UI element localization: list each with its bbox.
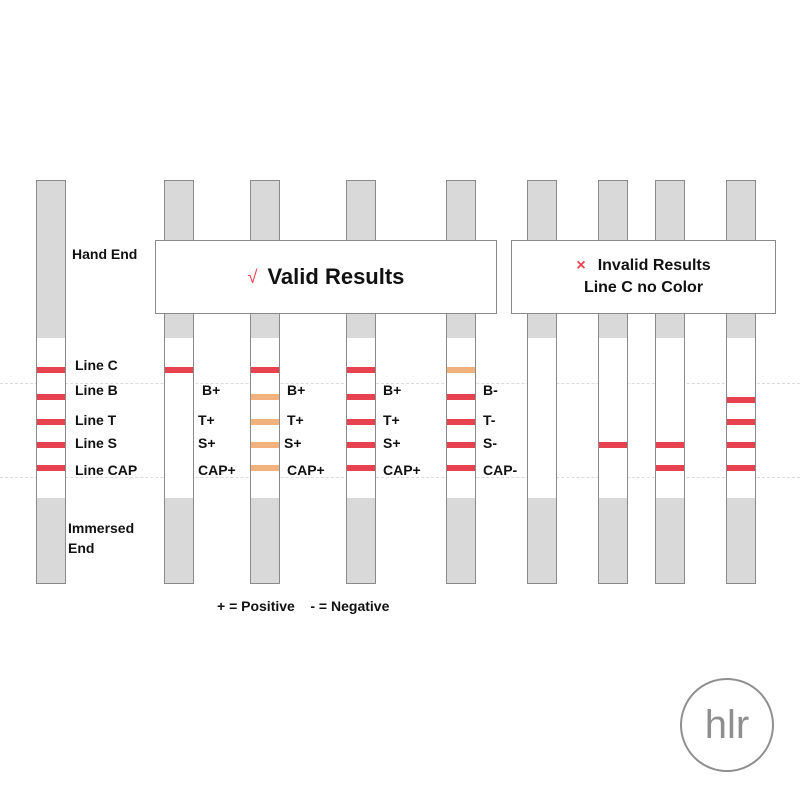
strip-window [37,338,65,498]
result-s: S+ [383,435,401,451]
label-line-s: Line S [75,435,118,451]
result-cap: CAP+ [287,462,325,478]
band-line-c [447,367,475,373]
band-line-cap [251,465,279,471]
band-line-t [251,419,279,425]
invalid-results-title: Invalid Results [597,257,711,274]
guide-line-top [0,383,800,384]
strip-window [447,338,475,498]
band-line-s [37,442,65,448]
band-line-s [727,442,755,448]
band-line-c [165,367,193,373]
valid-results-box: √ Valid Results [155,240,497,314]
result-cap: CAP- [483,462,518,478]
band-line-b [347,394,375,400]
label-immersed-end: Immersed End [68,520,135,556]
valid-results-title: Valid Results [267,264,405,289]
band-line-t [447,419,475,425]
band-line-c [251,367,279,373]
band-line-s [656,442,684,448]
band-line-s [599,442,627,448]
band-line-t [727,419,755,425]
result-b: B- [483,382,498,398]
band-line-cap [727,465,755,471]
strip-window [528,338,556,498]
band-line-cap [347,465,375,471]
result-b: B+ [202,382,221,398]
band-line-cap [447,465,475,471]
band-line-b [447,394,475,400]
result-t: T+ [383,412,400,428]
strip-window [251,338,279,498]
logo-text: hlr [705,703,749,747]
band-line-b [37,394,65,400]
strip-window [656,338,684,498]
invalid-results-subtitle: Line C no Color [583,279,704,296]
strip-window [165,338,193,498]
result-t: T- [483,412,496,428]
hlr-logo-icon: hlr [680,678,774,772]
result-b: B+ [383,382,402,398]
label-line-t: Line T [75,412,117,428]
label-line-c: Line C [75,357,118,373]
valid-results-title-row: √ Valid Results [248,264,405,290]
label-line-b: Line B [75,382,118,398]
strip-window [727,338,755,498]
result-s: S- [483,435,497,451]
result-cap: CAP+ [198,462,236,478]
band-line-c [37,367,65,373]
band-line-cap [37,465,65,471]
result-cap: CAP+ [383,462,421,478]
cross-icon: × [576,257,586,274]
band-line-s [251,442,279,448]
result-s: S+ [198,435,216,451]
band-line-t [347,419,375,425]
band-line-s [447,442,475,448]
result-t: T+ [287,412,304,428]
reference-strip [36,180,66,584]
band-line-cap [656,465,684,471]
band-line-s [347,442,375,448]
band-line-b [251,394,279,400]
band-line-b [727,397,755,403]
invalid-results-title-row: × Invalid Results [576,257,710,275]
strip-window [599,338,627,498]
result-s: S+ [284,435,302,451]
check-icon: √ [247,266,258,287]
label-hand-end: Hand End [72,246,138,262]
legend: + = Positive - = Negative [217,598,390,614]
result-t: T+ [198,412,215,428]
label-line-cap: Line CAP [75,462,138,478]
invalid-results-box: × Invalid Results Line C no Color [511,240,776,314]
strip-window [347,338,375,498]
result-b: B+ [287,382,306,398]
band-line-t [37,419,65,425]
band-line-c [347,367,375,373]
guide-line-bottom [0,477,800,478]
